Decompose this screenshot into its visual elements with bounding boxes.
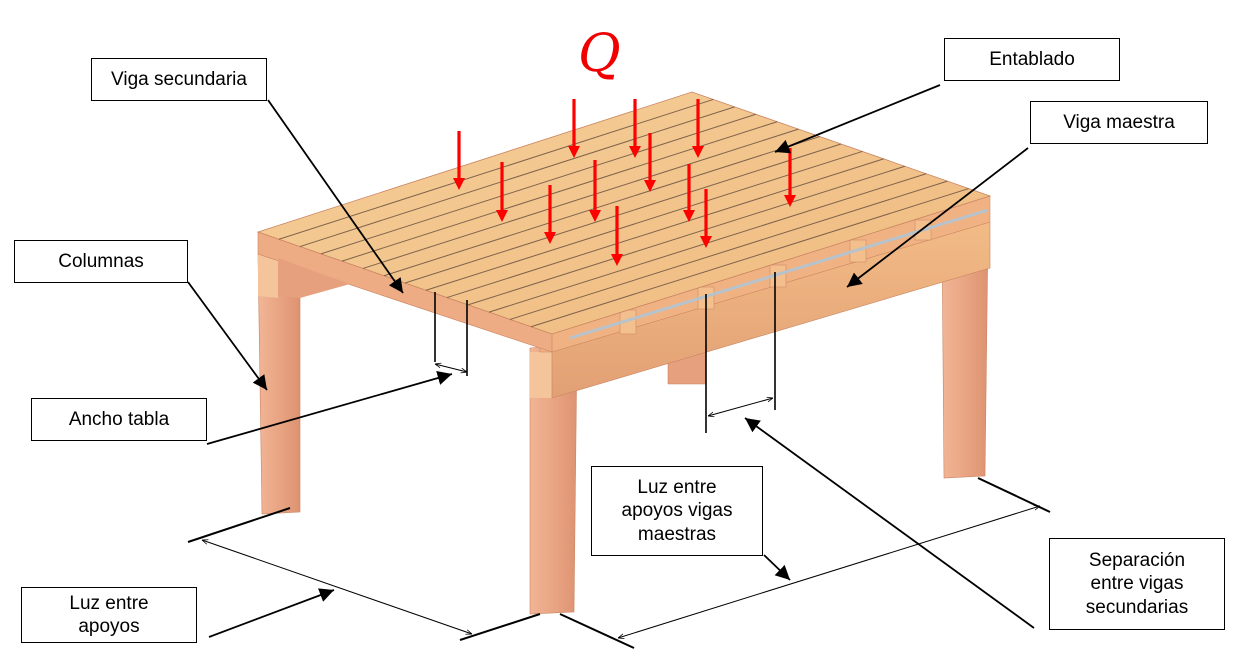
label-luz-entre-apoyos: Luz entre apoyos (21, 587, 197, 643)
leader-ancho-tabla (206, 371, 453, 445)
label-ancho-tabla: Ancho tabla (31, 398, 207, 441)
load-arrow-head (589, 210, 601, 222)
load-arrow-head (784, 195, 796, 207)
leader-viga-secundaria (267, 99, 404, 294)
load-arrow-head (568, 146, 580, 158)
board-seam (404, 143, 842, 284)
load-arrow-head (629, 146, 641, 158)
label-entablado: Entablado (944, 38, 1120, 81)
deck-boards (256, 91, 992, 335)
board-seam (467, 165, 906, 306)
leader-columnas (187, 281, 268, 391)
board-seam (530, 188, 969, 328)
board-seam (362, 128, 799, 269)
label-viga-secundaria: Viga secundaria (91, 58, 267, 101)
front-right-column (529, 343, 578, 615)
leader-luz-vigas-maestras (763, 554, 791, 581)
board-seam (320, 113, 757, 255)
leader-luz-entre-apoyos (208, 588, 335, 638)
load-arrow-head (611, 254, 623, 266)
board-seam (509, 180, 948, 320)
load-arrow-head (700, 236, 712, 248)
leader-entablado (774, 84, 941, 154)
front-left-column (257, 253, 301, 515)
label-viga-maestra: Viga maestra (1030, 101, 1208, 144)
board-seam (383, 136, 820, 277)
load-symbol: Q (578, 24, 621, 84)
dimension-lines (187, 272, 1051, 649)
master-beam (539, 195, 991, 399)
board-seam (446, 158, 884, 299)
load-arrow-head (496, 210, 508, 222)
load-arrow-head (544, 232, 556, 244)
load-arrow-head (692, 146, 704, 158)
load-arrow-head (644, 180, 656, 192)
board-seam (278, 98, 714, 240)
leader-viga-maestra (846, 147, 1029, 288)
load-arrow-head (683, 210, 695, 222)
label-luz-vigas-maestras: Luz entre apoyos vigas maestras (591, 466, 763, 556)
load-arrows (453, 99, 796, 266)
label-separacion-vigas: Separación entre vigas secundarias (1049, 538, 1225, 630)
board-seam (299, 106, 735, 248)
load-arrow-head (453, 178, 465, 190)
board-seam (341, 121, 778, 262)
label-columnas: Columnas (14, 240, 188, 283)
leader-separacion (744, 417, 1035, 629)
short-beam-left (257, 231, 553, 353)
